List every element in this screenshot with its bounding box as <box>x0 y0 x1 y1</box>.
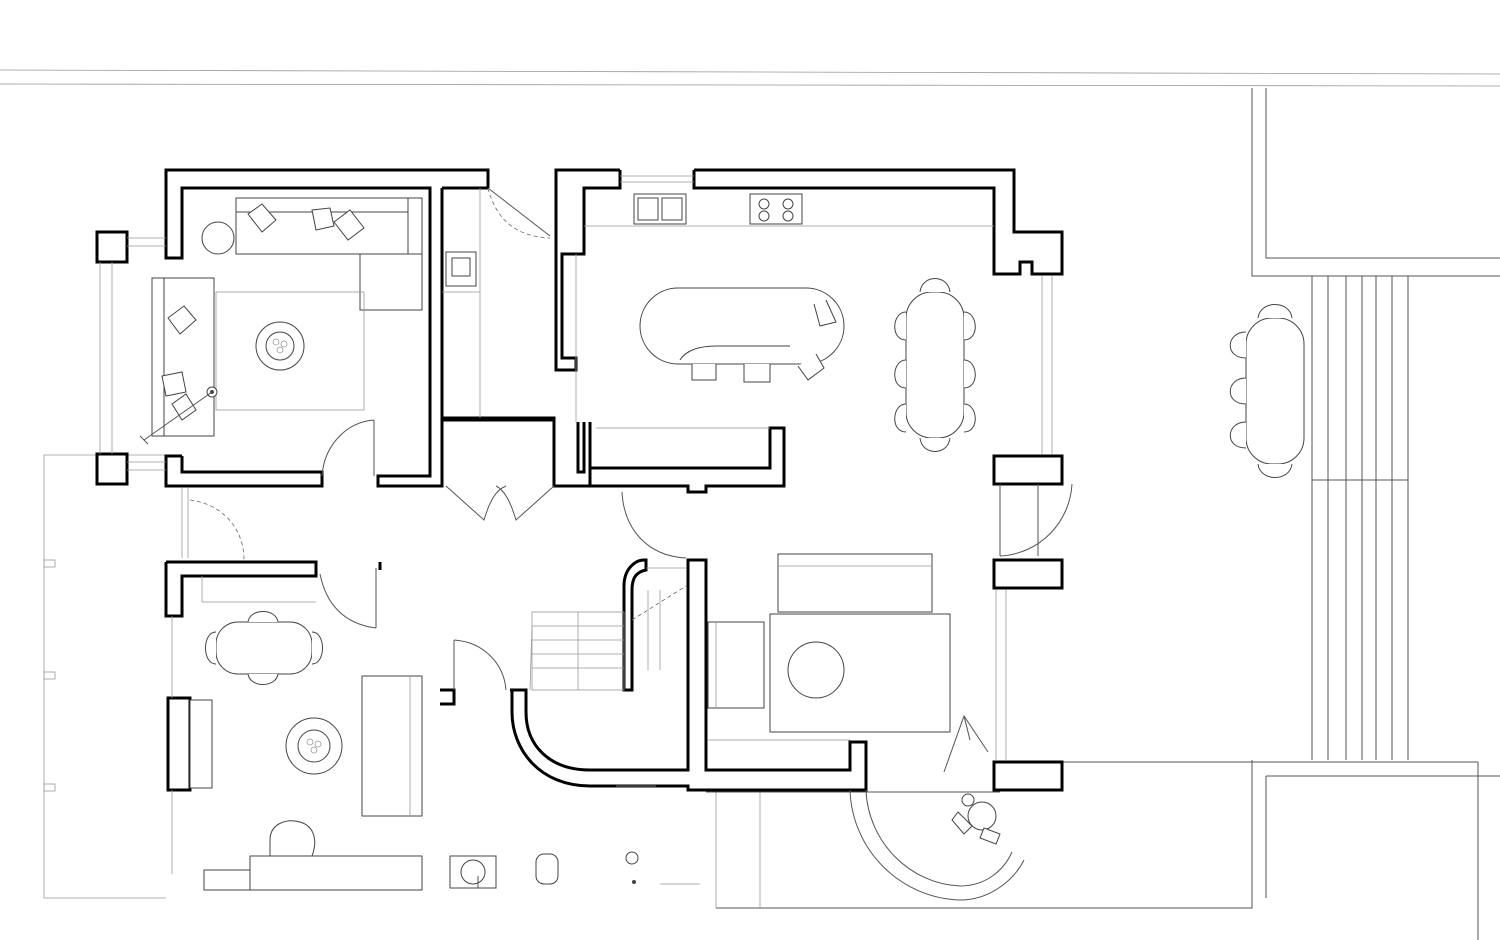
wc-fixtures <box>449 785 700 889</box>
utility-sink <box>442 188 481 418</box>
doors <box>189 187 1073 901</box>
kitchen-dining-set <box>894 278 976 452</box>
walls <box>95 168 1064 792</box>
dining-room-furniture <box>189 576 423 891</box>
outdoor-dining-set <box>1229 304 1305 478</box>
staircase <box>529 567 687 691</box>
kitchen-fixtures <box>575 193 994 429</box>
garden-steps <box>1311 276 1409 760</box>
family-room-furniture <box>707 553 1001 845</box>
living-room-furniture <box>139 197 423 445</box>
boundary-lines <box>0 69 1500 940</box>
windows <box>99 175 1053 874</box>
